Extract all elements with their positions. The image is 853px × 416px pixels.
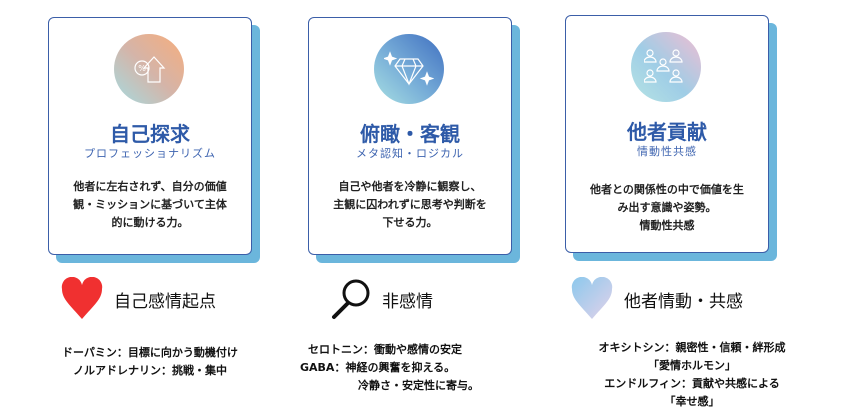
row-non-emotion: 非感情 — [330, 277, 433, 321]
row-empathy: 他者情動・共感 — [570, 277, 743, 321]
svg-text:%: % — [138, 64, 146, 73]
card-body: 自己や他者を冷静に観察し、主観に囚われずに思考や判断を下せる力。 — [333, 180, 487, 229]
card-subtitle: メタ認知・ロジカル — [356, 147, 464, 160]
heart-icon — [61, 277, 103, 319]
card-body: 他者との関係性の中で価値を生み出す意識や姿勢。情動性共感 — [590, 183, 744, 232]
house-percent-icon: % — [114, 34, 184, 104]
footnote-empathy: オキシトシン：親密性・信頼・絆形成「愛情ホルモン」エンドルフィン：貢献や共感によ… — [598, 341, 786, 408]
card-title: 俯瞰・客観 — [360, 122, 460, 146]
footnote-self: ドーパミン：目標に向かう動機付けノルアドレナリン：挑戦・集中 — [62, 346, 238, 377]
card-self-exploration: % 自己探求 プロフェッショナリズム 他者に左右されず、自分の価値観・ミッション… — [48, 17, 252, 255]
card-objective-view: 俯瞰・客観 メタ認知・ロジカル 自己や他者を冷静に観察し、主観に囚われずに思考や… — [308, 17, 512, 255]
card-body: 他者に左右されず、自分の価値観・ミッションに基づいて主体的に動ける力。 — [73, 180, 227, 229]
card-contribution: 他者貢献 情動性共感 他者との関係性の中で価値を生み出す意識や姿勢。情動性共感 — [565, 15, 769, 253]
row-label: 他者情動・共感 — [624, 291, 743, 312]
magnifier-icon — [332, 279, 370, 319]
card-title: 自己探求 — [110, 122, 190, 146]
card-subtitle: プロフェッショナリズム — [84, 147, 216, 160]
diamond-icon — [374, 34, 444, 104]
people-group-icon — [631, 32, 701, 102]
row-self-emotion: 自己感情起点 — [60, 277, 216, 321]
gradient-heart-icon — [571, 277, 613, 319]
card-title: 他者貢献 — [627, 120, 707, 144]
row-label: 自己感情起点 — [114, 291, 216, 312]
card-subtitle: 情動性共感 — [637, 145, 697, 158]
row-label: 非感情 — [382, 291, 433, 312]
